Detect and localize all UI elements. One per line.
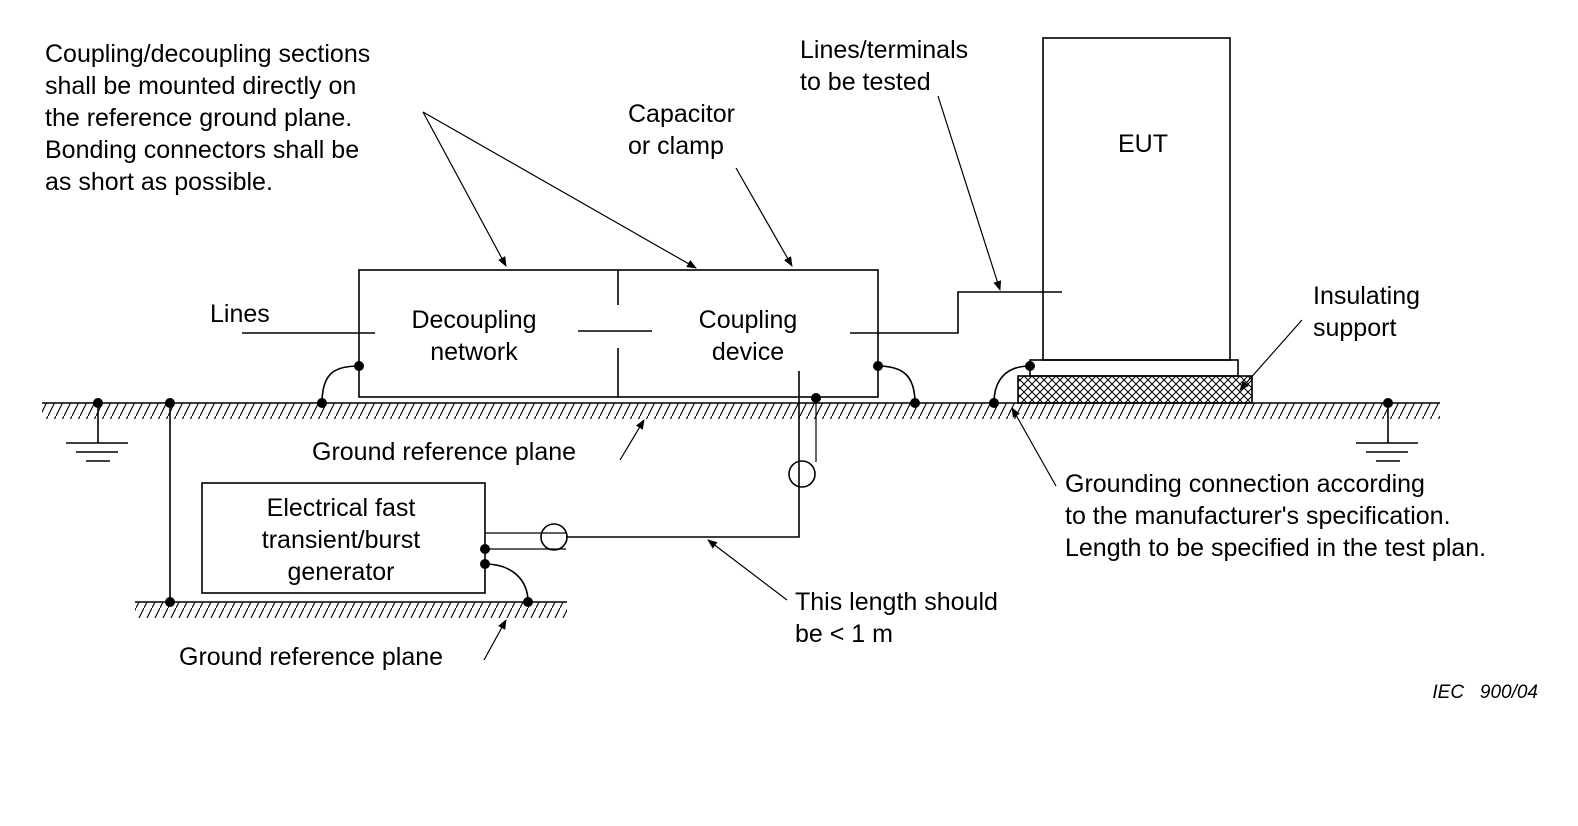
ground-plane-lower-label: Ground reference plane (179, 643, 443, 671)
cdn-bond-right (873, 361, 920, 408)
coupling-note-line-1: Coupling/decoupling sections (45, 40, 370, 68)
cdn-bond-left (317, 361, 364, 408)
grounding-note-line-1: Grounding connection according (1065, 470, 1425, 498)
plane-interconnect (165, 398, 175, 607)
ground-plane-upper-label: Ground reference plane (312, 438, 576, 466)
leader-arrows (422, 95, 1303, 661)
eut-base (1029, 359, 1239, 377)
decoupling-label-line-1: Decoupling (411, 306, 536, 334)
generator-ground-bond (480, 559, 533, 607)
coupling-note-line-2: shall be mounted directly on (45, 72, 356, 100)
generator-label-line-2: transient/burst (262, 526, 420, 554)
lower-ground-plane (135, 601, 567, 618)
generator-box (201, 482, 486, 594)
generator-label-line-3: generator (287, 558, 394, 586)
length-note-line-2: be < 1 m (795, 620, 893, 648)
capacitor-label-line-2: or clamp (628, 132, 724, 160)
earth-symbol-right (1356, 398, 1418, 462)
eut-box (1042, 37, 1231, 361)
decoupling-label-line-2: network (430, 338, 518, 366)
earth-symbol-left (66, 398, 128, 462)
insulating-support-block (1017, 375, 1253, 404)
figure-reference: IEC 900/04 (1432, 682, 1538, 703)
coupling-note-line-5: as short as possible. (45, 168, 273, 196)
generator-output-cable (480, 371, 821, 554)
lines-label: Lines (210, 300, 270, 328)
generator-label-line-1: Electrical fast (267, 494, 416, 522)
insulating-label-line-2: support (1313, 314, 1396, 342)
eut-line-wire (850, 291, 1062, 334)
grounding-note-line-3: Length to be specified in the test plan. (1065, 534, 1486, 562)
upper-ground-plane (42, 402, 1440, 419)
eut-grounding-connection (989, 361, 1035, 408)
coupling-note-line-3: the reference ground plane. (45, 104, 352, 132)
grounding-note-line-2: to the manufacturer's specification. (1065, 502, 1451, 530)
eut-label: EUT (1118, 130, 1168, 158)
coupling-note-line-4: Bonding connectors shall be (45, 136, 359, 164)
lines-terminals-label-line-2: to be tested (800, 68, 931, 96)
insulating-label-line-1: Insulating (1313, 282, 1420, 310)
length-note-line-1: This length should (795, 588, 998, 616)
capacitor-label-line-1: Capacitor (628, 100, 735, 128)
lines-terminals-label-line-1: Lines/terminals (800, 36, 968, 64)
coupling-label-line-1: Coupling (699, 306, 798, 334)
coupling-label-line-2: device (712, 338, 784, 366)
